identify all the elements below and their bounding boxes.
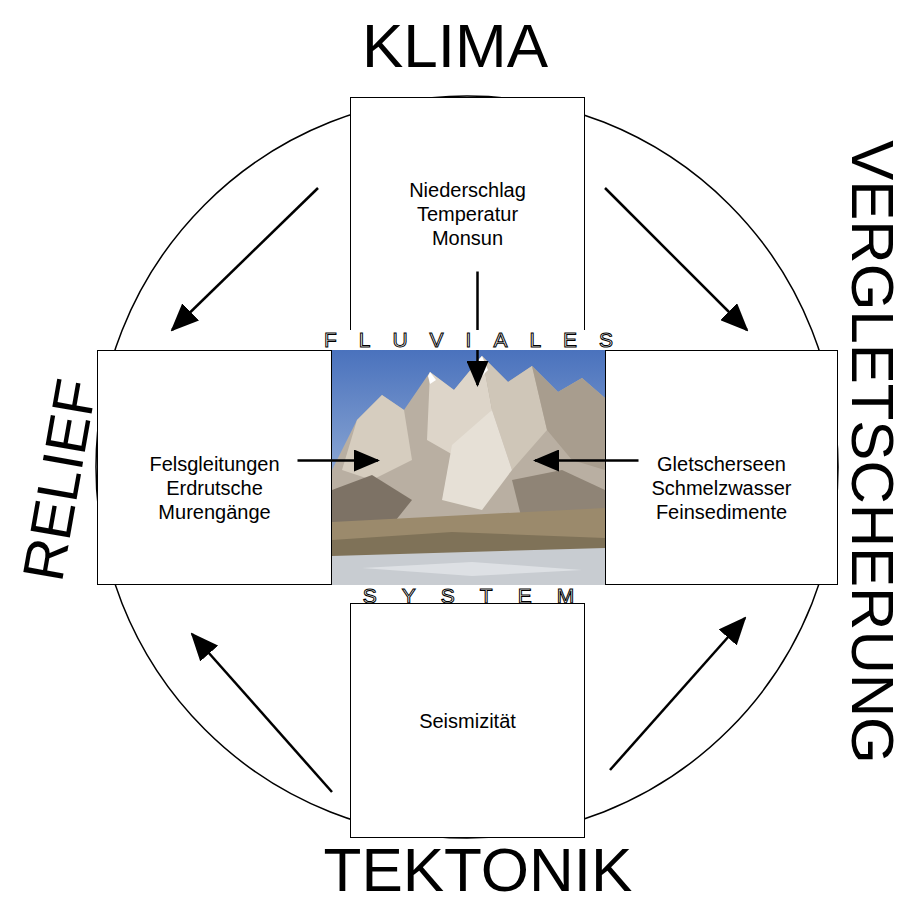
factor-box: Felsgleitungen Erdrutsche Murengänge <box>97 350 332 585</box>
box-fill <box>350 97 585 350</box>
factor-text: Seismizität <box>393 709 543 733</box>
factor-text: Felsgleitungen Erdrutsche Murengänge <box>140 452 290 524</box>
box-fill <box>97 350 332 585</box>
factor-label: VERGLETSCHERUNG <box>838 140 907 763</box>
factor-box: Seismizität <box>350 603 585 838</box>
box-fill <box>605 350 838 585</box>
influence-arrow <box>535 459 639 462</box>
cycle-arrow <box>610 618 745 770</box>
factor-label: TEKTONIK <box>324 834 633 905</box>
cycle-arrow <box>172 188 318 330</box>
factor-box: Niederschlag Temperatur Monsun <box>350 97 585 350</box>
influence-arrow <box>298 459 379 462</box>
box-fill <box>350 603 585 838</box>
factor-label: RELIEF <box>10 374 111 586</box>
system-title: FLUVIALES <box>298 330 639 350</box>
photo-node: FLUVIALESSYSTEM <box>308 326 629 606</box>
outer-circle <box>96 96 838 838</box>
cycle-arrow <box>192 634 332 792</box>
mountain-photo <box>332 350 605 585</box>
factor-text: Gletscherseen Schmelzwasser Feinsediment… <box>647 452 797 524</box>
factor-text: Niederschlag Temperatur Monsun <box>393 178 543 250</box>
factor-box: Gletscherseen Schmelzwasser Feinsediment… <box>605 350 838 585</box>
factor-label: KLIMA <box>362 10 548 81</box>
cycle-arrow <box>605 188 747 330</box>
box-fills <box>97 97 838 838</box>
influence-arrow <box>476 272 479 386</box>
